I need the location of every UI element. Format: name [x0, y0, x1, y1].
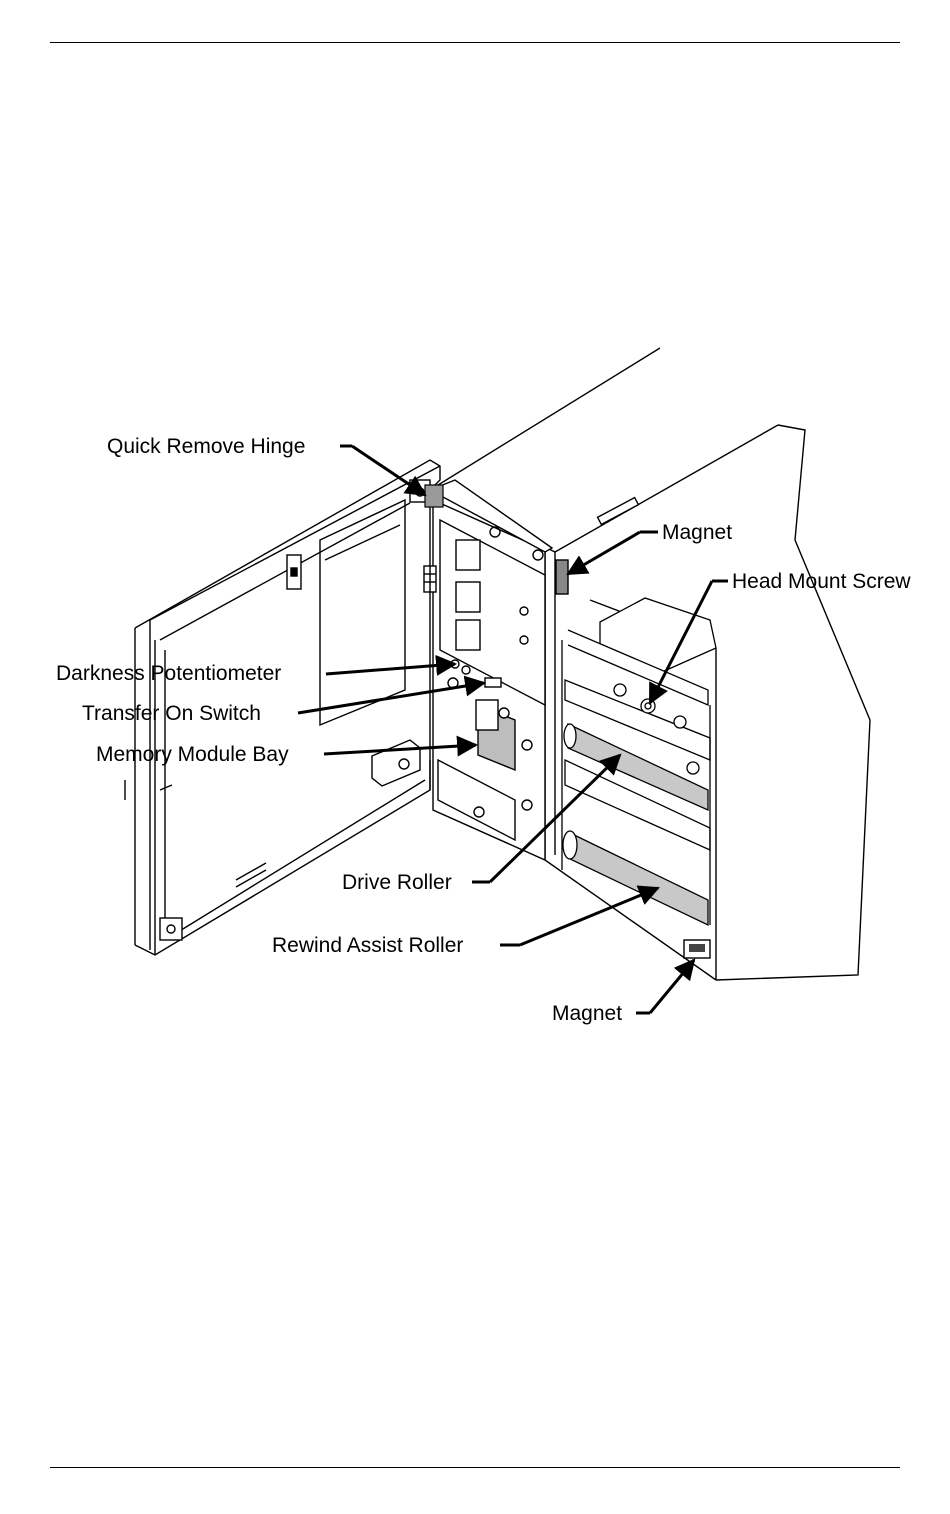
callout-drive-roller: Drive Roller: [342, 871, 452, 894]
callout-quick-remove-hinge: Quick Remove Hinge: [107, 435, 305, 458]
footer-rule: [50, 1467, 900, 1468]
callout-rewind-assist-roller: Rewind Assist Roller: [272, 934, 463, 957]
callout-magnet-top: Magnet: [662, 521, 732, 544]
callout-transfer-on-switch: Transfer On Switch: [82, 702, 261, 725]
callout-memory-module-bay: Memory Module Bay: [96, 743, 289, 766]
print-mechanism: [562, 598, 716, 925]
callout-head-mount-screw: Head Mount Screw: [732, 570, 911, 593]
callout-darkness-potentiometer: Darkness Potentiometer: [56, 662, 281, 685]
electronics-panel: [424, 480, 552, 860]
quick-remove-hinge-part: [425, 485, 443, 507]
callout-magnet-bottom: Magnet: [552, 1002, 622, 1025]
